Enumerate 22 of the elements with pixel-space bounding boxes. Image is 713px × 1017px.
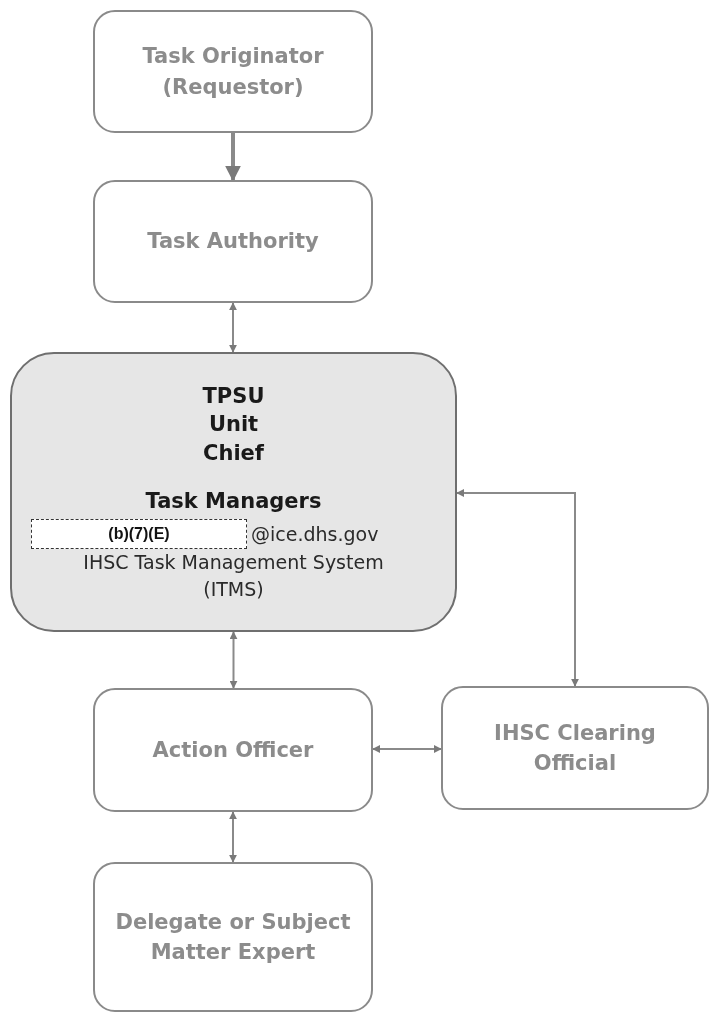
process-box bbox=[10, 352, 457, 632]
redaction-box: (b)(7)(E) bbox=[31, 519, 247, 550]
process-box bbox=[93, 10, 373, 133]
process-box bbox=[93, 180, 373, 303]
email-text: @ice.dhs.gov bbox=[251, 523, 379, 546]
connector-arrow bbox=[229, 631, 238, 689]
connector-arrow bbox=[456, 489, 579, 687]
process-box bbox=[441, 686, 709, 810]
box-label: Action Officer bbox=[152, 736, 314, 764]
process-box bbox=[93, 862, 373, 1012]
box-label: Delegate or Subject Matter Expert bbox=[114, 908, 352, 966]
process-box bbox=[93, 688, 373, 812]
connector-arrow bbox=[229, 302, 237, 353]
system-text: IHSC Task Management System (ITMS) bbox=[82, 550, 385, 602]
box-label: Task Authority bbox=[147, 228, 319, 256]
box-label: IHSC Clearing Official bbox=[493, 719, 657, 777]
connector-arrow bbox=[225, 133, 241, 182]
connector-arrow bbox=[372, 745, 442, 753]
box-label: Task Originator (Requestor) bbox=[141, 43, 325, 101]
box-heading: Task Managers bbox=[145, 488, 322, 516]
box-title: TPSU Unit Chief bbox=[201, 383, 266, 467]
connector-arrow bbox=[229, 811, 237, 863]
